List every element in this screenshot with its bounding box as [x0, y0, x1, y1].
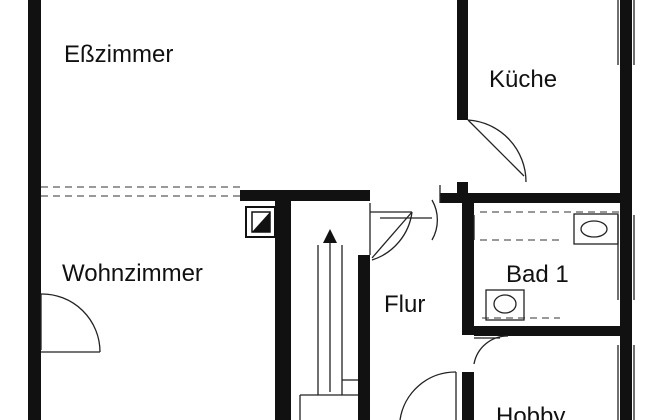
wall-stub-kueche: [457, 182, 468, 202]
door-hobby: [399, 371, 457, 420]
dashed-lines: [41, 186, 620, 319]
room-label-esszimmer: Eßzimmer: [64, 41, 173, 68]
room-label-hobby: Hobby: [496, 403, 565, 420]
wall-esszimmer-kueche: [457, 0, 468, 120]
toilet: [485, 289, 525, 321]
wall-stair-left: [275, 190, 291, 420]
doors: [40, 119, 527, 420]
room-label-flur: Flur: [384, 291, 425, 318]
room-label-kueche: Küche: [489, 66, 557, 93]
washbasin: [573, 213, 619, 245]
room-label-wohnzimmer: Wohnzimmer: [62, 260, 203, 287]
door-kueche: [467, 119, 525, 177]
wall-kueche-bad: [440, 193, 625, 203]
walls: [28, 0, 632, 420]
fixtures: [245, 206, 619, 321]
door-flur-top: [371, 211, 413, 259]
door-bad: [473, 335, 509, 365]
wall-bad-hobby: [474, 326, 620, 336]
room-label-bad: Bad 1: [506, 261, 569, 288]
chimney-shaft: [245, 206, 276, 238]
outer-wall-left: [28, 0, 41, 420]
wall-top-stair: [240, 190, 370, 201]
outer-wall-right: [620, 0, 632, 420]
wall-flur-bad: [462, 200, 474, 335]
wall-flur-hobby: [462, 372, 474, 420]
wall-flur-left: [358, 255, 370, 420]
stair-arrow-head: [323, 229, 337, 243]
